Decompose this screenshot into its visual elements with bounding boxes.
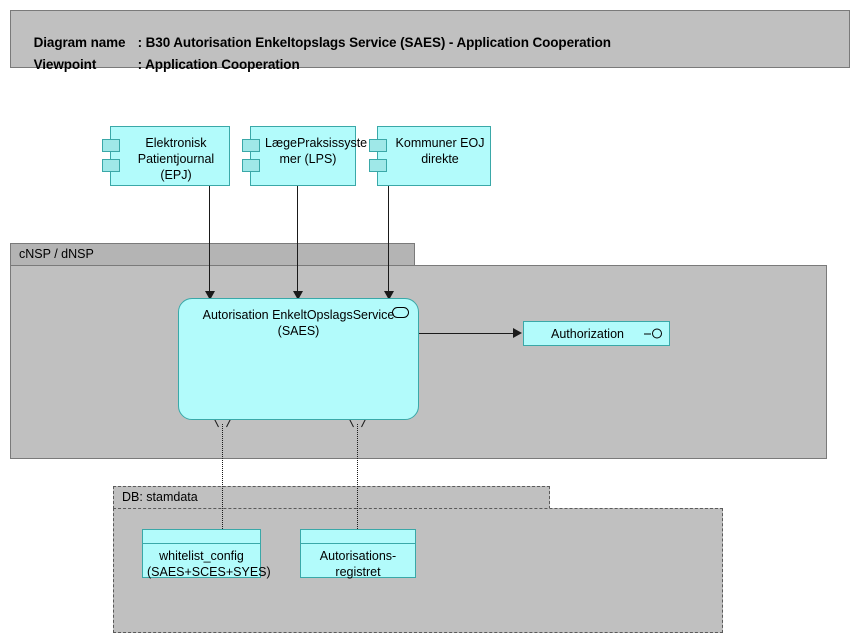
- diagram-header: Diagram name : B30 Autorisation Enkeltops…: [10, 10, 850, 72]
- application-component-kommuner-eoj-label: Kommuner EOJ direkte: [395, 136, 485, 166]
- application-component-epj[interactable]: Elektronisk Patientjournal (EPJ): [102, 126, 230, 186]
- connector-epj-to-saes-line: [209, 186, 210, 299]
- connector-saes-to-authorization-line: [419, 333, 518, 334]
- component-lug-top-icon: [369, 139, 387, 152]
- data-object-header-divider: [143, 543, 260, 544]
- viewpoint-value: : Application Cooperation: [137, 57, 300, 72]
- application-interface-authorization[interactable]: Authorization: [523, 321, 670, 346]
- connector-lps-to-saes-arrowhead: [293, 291, 303, 300]
- diagram-name-value: : B30 Autorisation Enkeltopslags Service…: [137, 35, 611, 50]
- component-lug-bottom-icon: [242, 159, 260, 172]
- connector-whitelist-to-saes-line: [222, 424, 223, 529]
- connector-saes-to-authorization-arrowhead: [513, 328, 522, 338]
- data-object-whitelist-config[interactable]: whitelist_config (SAES+SCES+SYES): [142, 529, 271, 579]
- diagram-name-line: Diagram name : B30 Autorisation Enkeltops…: [19, 20, 611, 65]
- viewpoint-line: Viewpoint : Application Cooperation: [19, 42, 300, 87]
- application-service-saes-label: Autorisation EnkeltOpslagsService (SAES): [202, 308, 395, 338]
- component-lug-bottom-icon: [102, 159, 120, 172]
- application-component-epj-label: Elektronisk Patientjournal (EPJ): [137, 136, 215, 182]
- data-object-header-divider: [301, 543, 415, 544]
- connector-kommuner-to-saes-arrowhead: [384, 291, 394, 300]
- connector-kommuner-to-saes-line: [388, 186, 389, 299]
- container-cnsp-dnsp-tab: cNSP / dNSP: [10, 243, 415, 266]
- application-component-kommuner-eoj[interactable]: Kommuner EOJ direkte: [369, 126, 491, 186]
- application-interface-lollipop-icon: [644, 328, 662, 339]
- connector-epj-to-saes-arrowhead: [205, 291, 215, 300]
- application-component-lps[interactable]: LægePraksissyste mer (LPS): [242, 126, 368, 186]
- data-object-whitelist-config-label: whitelist_config (SAES+SCES+SYES): [147, 549, 271, 579]
- data-object-autorisationsregistret-label: Autorisations- registret: [319, 549, 397, 579]
- component-lug-bottom-icon: [369, 159, 387, 172]
- application-service-saes[interactable]: Autorisation EnkeltOpslagsService (SAES): [178, 298, 419, 420]
- container-db-stamdata-tab: DB: stamdata: [113, 486, 550, 509]
- application-service-icon: [392, 307, 409, 318]
- connector-autorisationsregistret-to-saes-line: [357, 424, 358, 529]
- component-lug-top-icon: [242, 139, 260, 152]
- data-object-autorisationsregistret[interactable]: Autorisations- registret: [300, 529, 416, 579]
- component-lug-top-icon: [102, 139, 120, 152]
- connector-lps-to-saes-line: [297, 186, 298, 299]
- application-interface-authorization-label: Authorization: [551, 326, 624, 341]
- diagram-name-label: Diagram name: [33, 35, 126, 50]
- application-component-lps-label: LægePraksissyste mer (LPS): [265, 136, 368, 166]
- viewpoint-label: Viewpoint: [33, 57, 97, 72]
